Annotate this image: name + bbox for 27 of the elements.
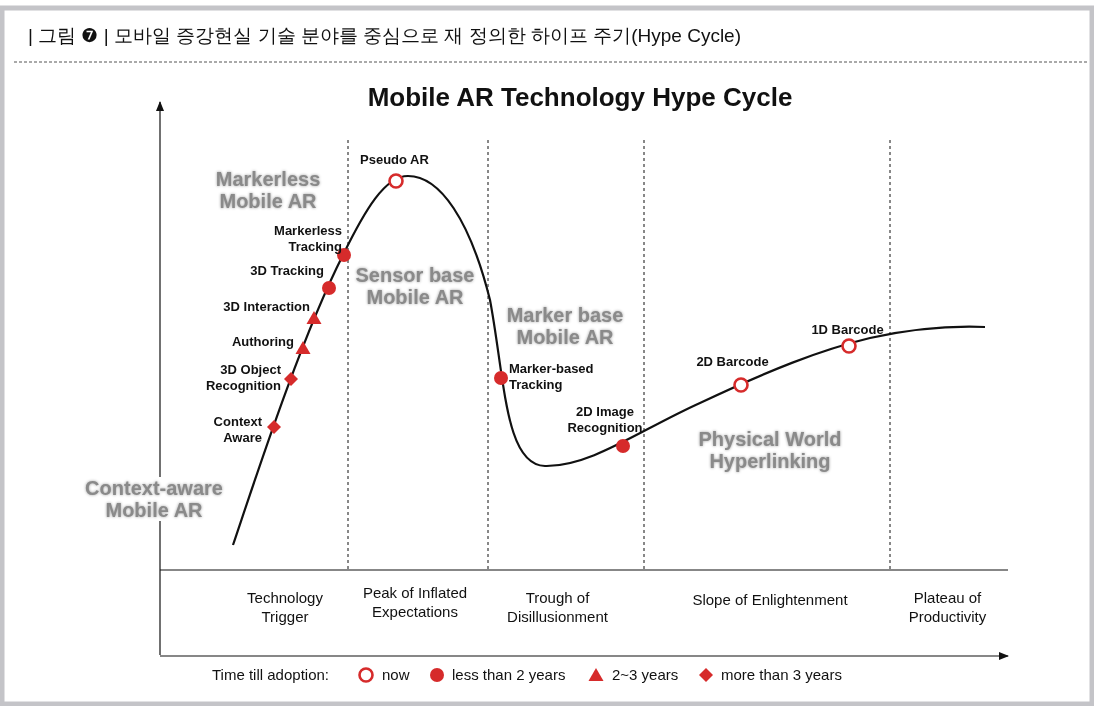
technology-label: Context Aware	[212, 414, 262, 446]
legend-label: less than 2 years	[452, 665, 566, 684]
figure-caption: | 그림 ❼ | 모바일 증강현실 기술 분야를 중심으로 재 정의한 하이프 주기(Hype Cycle)	[28, 24, 741, 48]
phase-label: Slope of Enlightenment	[691, 590, 849, 609]
phase-label: Peak of Inflated Expectations	[361, 583, 469, 621]
technology-label: 3D Tracking	[249, 263, 324, 279]
legend-label: more than 3 years	[721, 665, 842, 684]
chart-title: Mobile AR Technology Hype Cycle	[366, 82, 794, 112]
technology-label: 3D Object Recognition	[204, 362, 281, 394]
technology-label: 3D Interaction	[222, 299, 310, 315]
technology-label: 2D Image Recognition	[566, 404, 644, 436]
technology-label: Marker-based Tracking	[509, 361, 595, 393]
technology-label: Authoring	[230, 334, 294, 350]
category-label: Marker base Mobile AR	[505, 304, 625, 348]
category-label: Markerless Mobile AR	[214, 168, 322, 212]
technology-label: 2D Barcode	[695, 354, 770, 370]
phase-label: Trough of Disillusionment	[506, 588, 609, 626]
category-label: Physical World Hyperlinking	[697, 428, 843, 472]
category-label: Sensor base Mobile AR	[354, 264, 476, 308]
technology-label: Pseudo AR	[360, 152, 430, 168]
legend-label: 2~3 years	[612, 665, 679, 684]
phase-label: Technology Trigger	[246, 588, 324, 626]
phase-label: Plateau of Productivity	[907, 588, 988, 626]
technology-label: 1D Barcode	[810, 322, 885, 338]
legend-title: Time till adoption:	[212, 665, 330, 684]
legend-label: now	[382, 665, 410, 684]
technology-label: Markerless Tracking	[273, 223, 342, 255]
